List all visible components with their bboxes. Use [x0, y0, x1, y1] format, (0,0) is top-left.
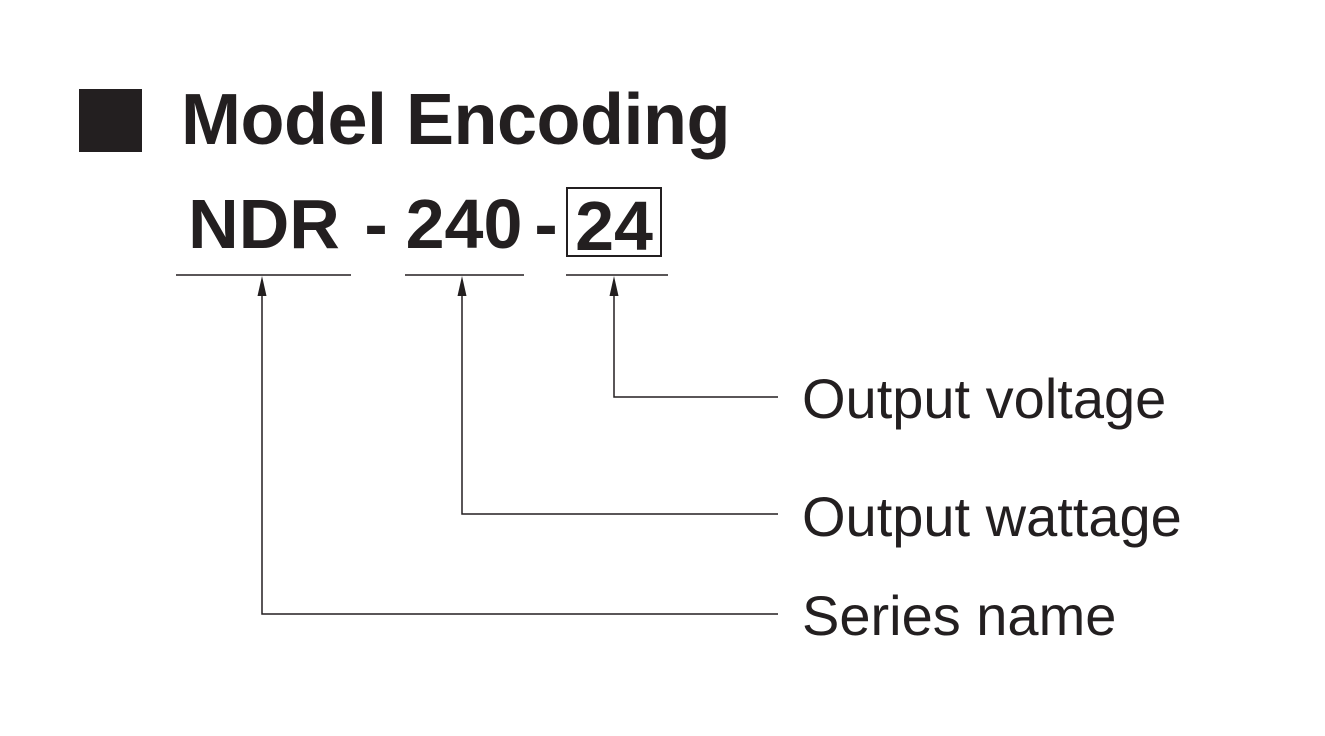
leader-line-wattage [461, 288, 778, 515]
leader-line-voltage [613, 288, 778, 398]
legend-label-output-voltage: Output voltage [802, 367, 1167, 430]
arrowhead-wattage [457, 276, 467, 296]
legend-label-series-name: Series name [802, 584, 1117, 647]
arrowhead-voltage [609, 276, 619, 296]
legend-label-output-wattage: Output wattage [802, 485, 1182, 548]
model-code-wattage: 240 [405, 185, 523, 263]
model-code-separator-2: - [534, 185, 558, 263]
heading-bullet-square [79, 89, 142, 152]
model-code-series: NDR [188, 185, 340, 263]
page-title: Model Encoding [181, 80, 730, 160]
arrowhead-series [257, 276, 267, 296]
leader-line-series [261, 288, 778, 615]
model-code-voltage-box: 24 [566, 187, 662, 263]
model-code-separator-1: - [364, 185, 388, 263]
